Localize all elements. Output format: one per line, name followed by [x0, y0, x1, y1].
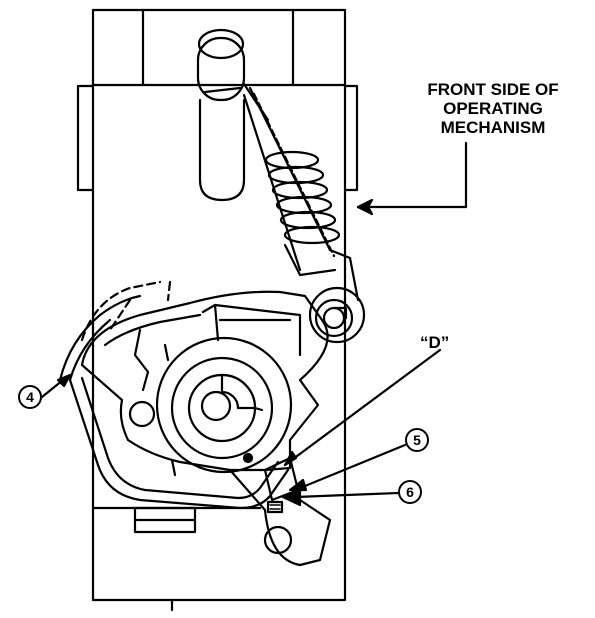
callout-line-1: FRONT SIDE OF — [427, 80, 559, 99]
callout-item-6: 6 — [398, 480, 422, 504]
leader-5 — [288, 443, 407, 492]
callout-line-2: OPERATING — [443, 99, 543, 118]
cam-plate — [80, 290, 329, 477]
item-5-number: 5 — [413, 432, 421, 448]
roller-assembly — [308, 286, 366, 344]
lower-bracket — [133, 468, 332, 567]
item-4-number: 4 — [26, 389, 34, 405]
bent-rod-item-4 — [58, 294, 290, 510]
callout-item-5: 5 — [405, 428, 429, 452]
leader-6 — [281, 487, 400, 507]
side-tabs — [76, 84, 359, 192]
leader-4 — [40, 373, 72, 399]
callout-line-3: MECHANISM — [440, 118, 546, 137]
item-6-number: 6 — [406, 484, 414, 500]
label-d: “D” — [420, 333, 449, 352]
leader-d — [283, 348, 442, 467]
callout-item-4: 4 — [18, 385, 42, 409]
spring-arm — [196, 28, 360, 302]
front-side-callout: FRONT SIDE OF OPERATING MECHANISM — [398, 80, 588, 137]
callout-arrow — [356, 141, 468, 216]
hub-disc — [155, 336, 293, 474]
alternate-position-outline — [80, 280, 172, 342]
coil-spring — [264, 150, 341, 277]
